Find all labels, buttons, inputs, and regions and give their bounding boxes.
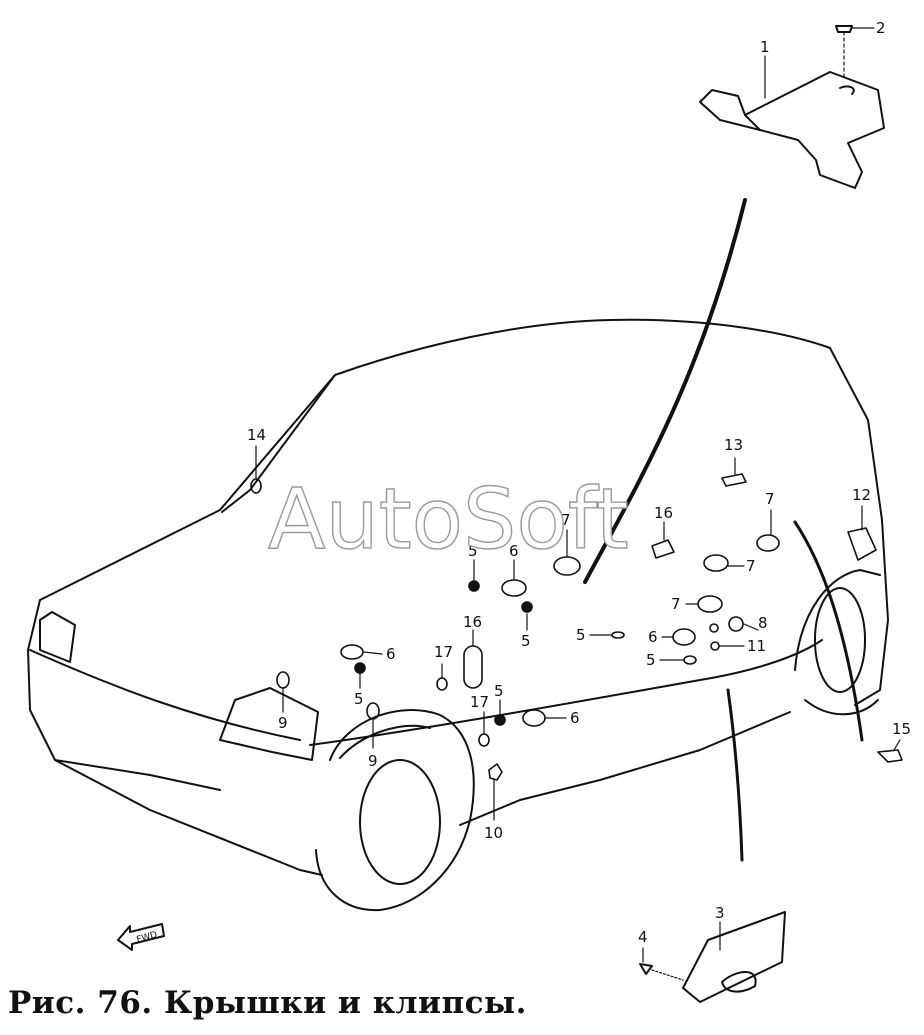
part-17-clip	[478, 733, 490, 747]
callout-6: 6	[648, 628, 658, 646]
callout-7: 7	[561, 511, 571, 529]
part-9-clip	[276, 671, 290, 689]
callout-17: 17	[434, 643, 453, 661]
part-17-clip	[436, 677, 448, 691]
part-9-clip	[366, 702, 380, 720]
callout-5: 5	[354, 690, 364, 708]
callout-5: 5	[646, 651, 656, 669]
front-lamp	[219, 687, 319, 761]
part-16-plug	[463, 645, 483, 689]
leader-lines	[255, 27, 901, 963]
front-wheel	[315, 709, 475, 912]
callout-5: 5	[494, 682, 504, 700]
callout-4: 4	[638, 928, 648, 946]
part-7-clip	[697, 595, 723, 613]
callout-10: 10	[484, 824, 503, 842]
car-body-outline	[27, 198, 889, 876]
callout-11: 11	[747, 637, 766, 655]
part-7-clip	[756, 534, 780, 552]
callout-9: 9	[278, 714, 288, 732]
part-4-screw	[639, 963, 684, 981]
part-11-clip	[709, 623, 719, 633]
callout-6: 6	[570, 709, 580, 727]
part-8-clip	[728, 616, 744, 632]
callout-8: 8	[758, 614, 768, 632]
part-11-clip	[710, 641, 720, 651]
part-7-clip	[703, 554, 729, 572]
part-5-clip	[683, 655, 697, 665]
part-10-clip	[488, 763, 503, 781]
callout-3: 3	[715, 904, 725, 922]
callout-6: 6	[509, 542, 519, 560]
callout-9: 9	[368, 752, 378, 770]
part-5-clip	[494, 714, 506, 726]
callout-5: 5	[468, 542, 478, 560]
callout-7: 7	[671, 595, 681, 613]
callout-5: 5	[576, 626, 586, 644]
fwd-arrow-icon	[117, 923, 165, 951]
callout-13: 13	[724, 436, 743, 454]
callout-7: 7	[746, 557, 756, 575]
callout-16: 16	[654, 504, 673, 522]
part-5-clip	[521, 601, 533, 613]
figure-caption: Рис. 76. Крышки и клипсы.	[8, 985, 527, 1021]
callout-6: 6	[386, 645, 396, 663]
callout-12: 12	[852, 486, 871, 504]
part-15-clip	[877, 749, 903, 763]
callout-1: 1	[760, 38, 770, 56]
part-6-clip	[340, 644, 364, 660]
fwd-label: FWD	[136, 930, 159, 945]
callout-17: 17	[470, 693, 489, 711]
part-6-clip	[501, 579, 527, 597]
part-3-cover	[682, 911, 786, 1003]
part-7-clip	[553, 556, 581, 576]
part-14-clip	[250, 478, 262, 494]
part-16-plug	[651, 539, 675, 559]
part-5-clip	[468, 580, 480, 592]
callout-15: 15	[892, 720, 911, 738]
part-2-screw	[835, 25, 853, 81]
callout-labels: 1 2 3 4 14 13 7 12 16 7 5 6 7 7 16 8 5 5…	[136, 19, 912, 946]
callout-5: 5	[521, 632, 531, 650]
part-6-clip	[672, 628, 696, 646]
callout-16: 16	[463, 613, 482, 631]
callout-2: 2	[876, 19, 886, 37]
callout-7: 7	[765, 490, 775, 508]
part-5-clip	[354, 662, 366, 674]
part-5-clip	[611, 631, 625, 639]
part-12-cap	[847, 527, 877, 561]
part-1-cover	[699, 71, 885, 189]
part-6-clip	[522, 709, 546, 727]
rear-wheel	[794, 569, 881, 716]
callout-14: 14	[247, 426, 266, 444]
part-13-pad	[721, 473, 747, 487]
